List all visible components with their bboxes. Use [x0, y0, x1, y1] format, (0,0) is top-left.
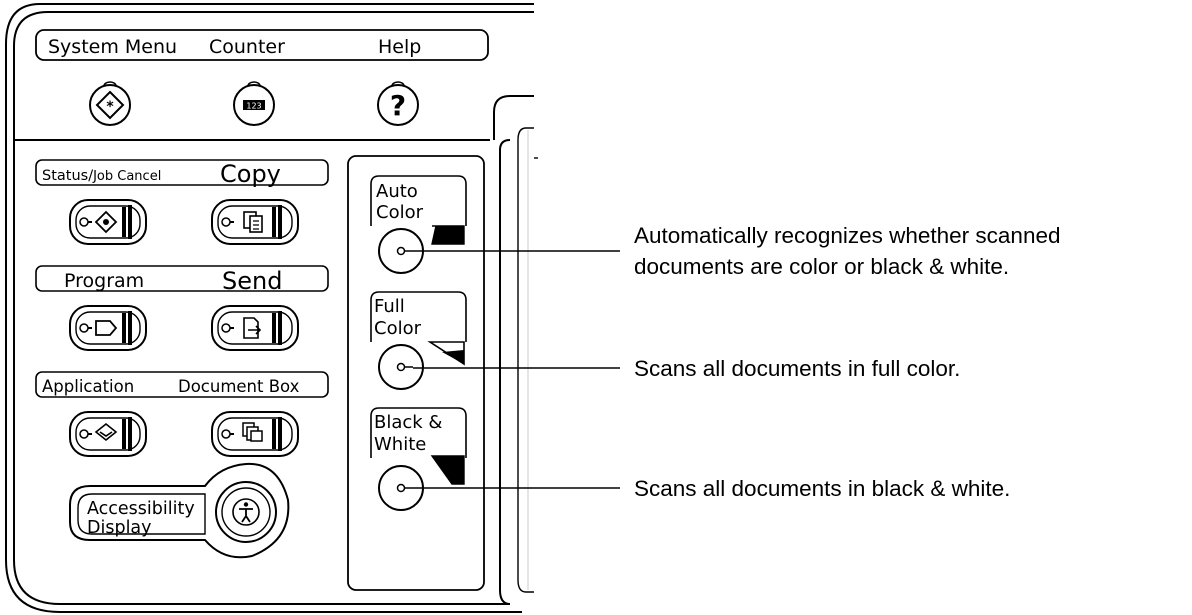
auto-color-indicator [431, 225, 465, 245]
black-white-label-line2: White [374, 434, 426, 455]
status-job-cancel-label: Status/Job Cancel [42, 168, 161, 184]
row3-label-strip [35, 371, 329, 398]
application-icon [94, 422, 118, 442]
application-label: Application [42, 377, 134, 396]
auto-color-annotation-line2: documents are color or black & white. [634, 254, 1010, 279]
accessibility-display-label-line1: Accessibility [87, 499, 195, 519]
document-box-key[interactable] [211, 411, 299, 457]
status-job-cancel-icon [94, 210, 118, 234]
auto-color-annotation-line1: Automatically recognizes whether scanned [634, 223, 1061, 248]
black-white-label-line1: Black & [374, 412, 442, 433]
send-label: Send [222, 267, 282, 295]
svg-text:123: 123 [246, 102, 261, 111]
color-mode-frame [347, 155, 485, 591]
auto-color-label-line1: Auto [376, 181, 418, 202]
accessibility-person-icon [232, 498, 260, 526]
copy-label: Copy [220, 160, 281, 188]
accessibility-display-key[interactable]: Accessibility Display [69, 462, 290, 559]
send-key[interactable] [211, 305, 299, 351]
top-label-strip [35, 29, 489, 61]
help-key[interactable]: ? [377, 81, 419, 126]
black-white-key[interactable]: Black & White [370, 407, 467, 511]
accessibility-display-label-line2: Display [87, 518, 152, 538]
system-menu-icon [95, 90, 125, 120]
counter-indicator [247, 81, 261, 87]
auto-color-label-line2: Color [376, 202, 424, 223]
row2-label-strip [35, 265, 329, 292]
counter-label: Counter [209, 36, 285, 58]
help-icon: ? [390, 89, 406, 122]
auto-color-key[interactable]: Auto Color [370, 175, 467, 274]
program-key[interactable] [69, 305, 147, 351]
application-key[interactable] [69, 411, 147, 457]
panel-outline [5, 3, 534, 613]
black-white-indicator [430, 455, 465, 485]
system-menu-indicator [103, 81, 117, 87]
copy-key[interactable] [211, 199, 299, 245]
row1-label-strip [35, 159, 329, 186]
counter-icon [243, 100, 265, 110]
full-color-annotation: Scans all documents in full color. [634, 356, 961, 381]
copy-icon [243, 211, 263, 233]
program-label: Program [64, 270, 144, 292]
program-icon [95, 320, 118, 336]
svg-text:*: * [106, 99, 114, 115]
status-job-cancel-key[interactable] [69, 199, 147, 245]
display-screen-edge [517, 127, 534, 593]
system-menu-key[interactable]: * [89, 81, 131, 126]
full-color-label-line2: Color [374, 318, 422, 339]
system-menu-label: System Menu [48, 36, 177, 58]
black-white-annotation: Scans all documents in black & white. [634, 476, 1011, 501]
help-indicator [391, 81, 405, 87]
help-label: Help [378, 36, 421, 58]
full-color-label-line1: Full [374, 296, 405, 317]
document-box-label: Document Box [178, 377, 300, 396]
counter-key[interactable]: 123 [233, 81, 275, 126]
full-color-key[interactable]: Full Color [370, 291, 467, 390]
send-icon [243, 317, 262, 339]
document-box-icon [242, 422, 263, 442]
